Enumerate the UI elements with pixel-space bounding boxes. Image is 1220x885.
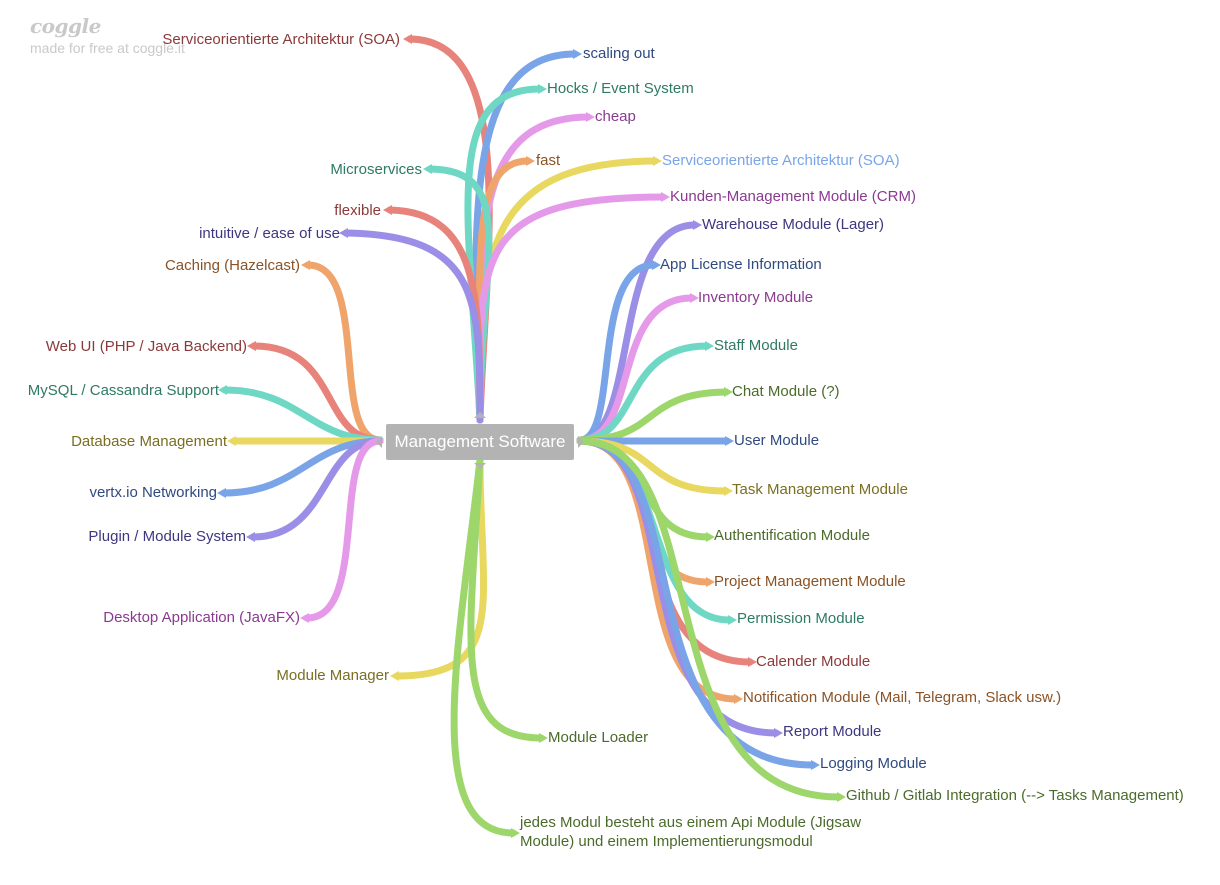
node-label-n19[interactable]: Database Management bbox=[71, 433, 227, 450]
node-label-n33[interactable]: Logging Module bbox=[820, 755, 927, 772]
branch-n24 bbox=[249, 437, 384, 541]
branch-tip-n24 bbox=[246, 532, 255, 542]
node-label-n16[interactable]: Staff Module bbox=[714, 337, 798, 354]
branch-tip-n12 bbox=[301, 260, 310, 270]
branch-tip-n14 bbox=[690, 293, 699, 303]
center-connector-1 bbox=[474, 463, 486, 469]
branch-n32 bbox=[467, 456, 545, 742]
branch-tip-n2 bbox=[573, 49, 582, 59]
node-label-n2[interactable]: scaling out bbox=[583, 45, 655, 62]
branch-n33 bbox=[576, 437, 817, 769]
branch-tip-n5 bbox=[526, 156, 535, 166]
node-label-n25[interactable]: Project Management Module bbox=[714, 573, 906, 590]
branch-tip-n1 bbox=[403, 34, 412, 44]
branch-tip-n35 bbox=[511, 828, 520, 838]
branch-tip-n30 bbox=[734, 694, 743, 704]
center-connector-0 bbox=[474, 412, 486, 418]
branch-tip-n32 bbox=[539, 733, 548, 743]
branch-tip-n8 bbox=[661, 192, 670, 202]
node-label-n10[interactable]: intuitive / ease of use bbox=[199, 225, 340, 242]
node-label-n34[interactable]: Github / Gitlab Integration (--> Tasks M… bbox=[846, 787, 1184, 804]
branch-tip-n15 bbox=[247, 341, 256, 351]
node-label-n35[interactable]: jedes Modul besteht aus einem Api Module… bbox=[520, 814, 862, 850]
node-label-n9[interactable]: flexible bbox=[334, 202, 381, 219]
coggle-tagline: made for free at coggle.it bbox=[30, 40, 185, 56]
node-label-n22[interactable]: Task Management Module bbox=[732, 481, 908, 498]
branch-tip-n25 bbox=[706, 577, 715, 587]
node-label-n31[interactable]: Report Module bbox=[783, 723, 882, 740]
node-label-n32[interactable]: Module Loader bbox=[548, 729, 649, 746]
node-label-n28[interactable]: Calender Module bbox=[756, 653, 871, 670]
node-label-n29[interactable]: Module Manager bbox=[276, 667, 389, 684]
node-label-n8[interactable]: Kunden-Management Module (CRM) bbox=[670, 188, 916, 205]
branch-tip-n3 bbox=[538, 84, 547, 94]
branch-tip-n4 bbox=[586, 112, 595, 122]
branch-tip-n26 bbox=[728, 615, 737, 625]
node-label-n21[interactable]: vertx.io Networking bbox=[89, 484, 217, 501]
node-label-n13[interactable]: App License Information bbox=[660, 256, 822, 273]
node-label-n3[interactable]: Hocks / Event System bbox=[547, 80, 694, 97]
branch-tip-n29 bbox=[390, 671, 399, 681]
branch-tip-n21 bbox=[217, 488, 226, 498]
branch-tip-n10 bbox=[339, 228, 348, 238]
node-label-n12[interactable]: Caching (Hazelcast) bbox=[164, 257, 300, 274]
branch-tip-n9 bbox=[383, 205, 392, 215]
branch-tip-n6 bbox=[653, 156, 662, 166]
center-connector-3 bbox=[578, 436, 584, 448]
node-label-n27[interactable]: Desktop Application (JavaFX) bbox=[103, 609, 300, 626]
node-label-n26[interactable]: Permission Module bbox=[737, 610, 865, 627]
branch-n35 bbox=[450, 456, 517, 837]
branch-tip-n34 bbox=[837, 792, 846, 802]
node-label-n20[interactable]: User Module bbox=[734, 432, 820, 449]
node-label-n7[interactable]: Microservices bbox=[330, 161, 422, 178]
node-label-n5[interactable]: fast bbox=[536, 152, 561, 169]
branch-tip-n20 bbox=[725, 436, 734, 446]
branch-tip-n22 bbox=[724, 486, 733, 496]
branch-tip-n23 bbox=[706, 532, 715, 542]
branch-tip-n16 bbox=[705, 341, 714, 351]
branch-tip-n18 bbox=[724, 387, 733, 397]
branch-tip-n33 bbox=[811, 760, 820, 770]
branch-tip-n28 bbox=[748, 657, 757, 667]
node-label-n23[interactable]: Authentification Module bbox=[714, 527, 870, 544]
node-label-n15[interactable]: Web UI (PHP / Java Backend) bbox=[45, 338, 247, 355]
branch-n4 bbox=[476, 113, 592, 424]
coggle-logo: coggle bbox=[30, 14, 101, 38]
central-node[interactable]: Management Software bbox=[386, 424, 574, 460]
node-label-n1[interactable]: Serviceorientierte Architektur (SOA) bbox=[162, 31, 400, 48]
branch-tip-n27 bbox=[300, 613, 309, 623]
node-label-n6[interactable]: Serviceorientierte Architektur (SOA) bbox=[662, 152, 900, 169]
branch-tip-n11 bbox=[693, 220, 702, 230]
branch-tip-n7 bbox=[423, 164, 432, 174]
center-connector-2 bbox=[376, 436, 382, 448]
branch-n34 bbox=[576, 437, 843, 801]
branch-n10 bbox=[342, 229, 484, 424]
branch-n29 bbox=[393, 456, 488, 680]
node-label-n17[interactable]: MySQL / Cassandra Support bbox=[27, 382, 219, 399]
node-label-n14[interactable]: Inventory Module bbox=[698, 289, 814, 306]
coggle-watermark: coggle made for free at coggle.it bbox=[30, 14, 185, 56]
node-label-n30[interactable]: Notification Module (Mail, Telegram, Sla… bbox=[743, 689, 1062, 706]
branch-n12 bbox=[304, 261, 384, 444]
branch-tip-n17 bbox=[218, 385, 227, 395]
branch-n27 bbox=[303, 437, 384, 622]
branch-tip-n31 bbox=[774, 728, 783, 738]
node-label-n18[interactable]: Chat Module (?) bbox=[732, 383, 840, 400]
branch-n13 bbox=[576, 261, 658, 444]
node-label-n4[interactable]: cheap bbox=[595, 108, 636, 125]
node-label-n24[interactable]: Plugin / Module System bbox=[88, 528, 246, 545]
branch-tip-n19 bbox=[227, 436, 236, 446]
branch-tip-n13 bbox=[652, 260, 661, 270]
node-label-n11[interactable]: Warehouse Module (Lager) bbox=[702, 216, 885, 233]
